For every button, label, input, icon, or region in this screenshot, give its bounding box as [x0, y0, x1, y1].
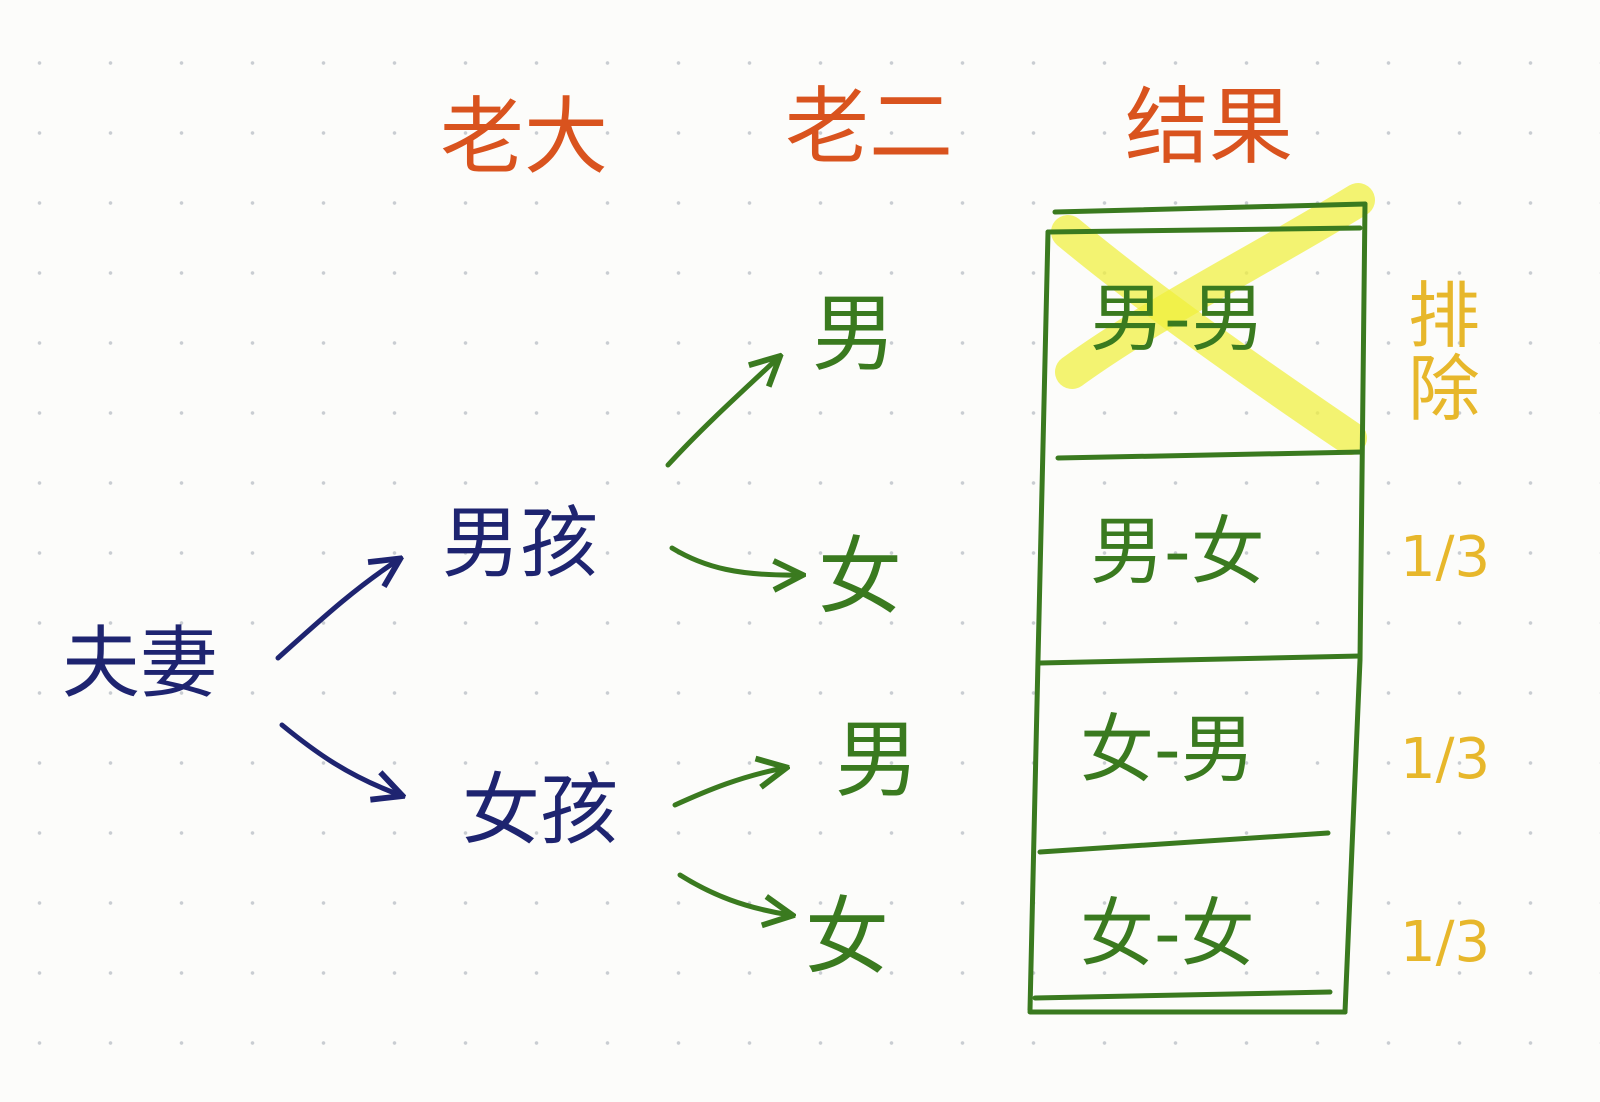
probability-label: 1/3 [1400, 727, 1491, 792]
highlight-cross [1055, 183, 1375, 389]
second-child-node: 男 [812, 285, 897, 383]
arrow-root-to-girl [279, 722, 400, 795]
header-result: 结果 [1125, 78, 1294, 176]
second-child-node: 女 [805, 888, 890, 986]
excluded-note: 排除 [1408, 274, 1481, 432]
result-cell-label: 男-女 [1090, 509, 1265, 595]
result-box [1027, 201, 1368, 1015]
arrow-boy-to-female [669, 545, 800, 575]
first-child-boy: 男孩 [442, 499, 599, 589]
header-second-child: 老二 [785, 78, 954, 176]
second-child-node: 女 [818, 528, 903, 626]
result-cell-label: 女-女 [1080, 891, 1255, 977]
highlight-cross [1051, 215, 1367, 455]
root-node: 夫妻 [62, 619, 219, 709]
probability-label: 1/3 [1400, 910, 1491, 975]
arrow-boy-to-male [665, 358, 778, 468]
result-cell-label: 男-男 [1090, 276, 1265, 362]
arrow-girl-to-female [677, 872, 790, 915]
arrow-girl-to-male [672, 768, 784, 808]
probability-label: 1/3 [1400, 525, 1491, 590]
arrow-root-to-boy [275, 560, 398, 661]
first-child-girl: 女孩 [462, 766, 619, 856]
second-child-node: 男 [835, 711, 920, 809]
header-first-child: 老大 [440, 88, 609, 186]
result-cell-label: 女-男 [1080, 707, 1255, 793]
